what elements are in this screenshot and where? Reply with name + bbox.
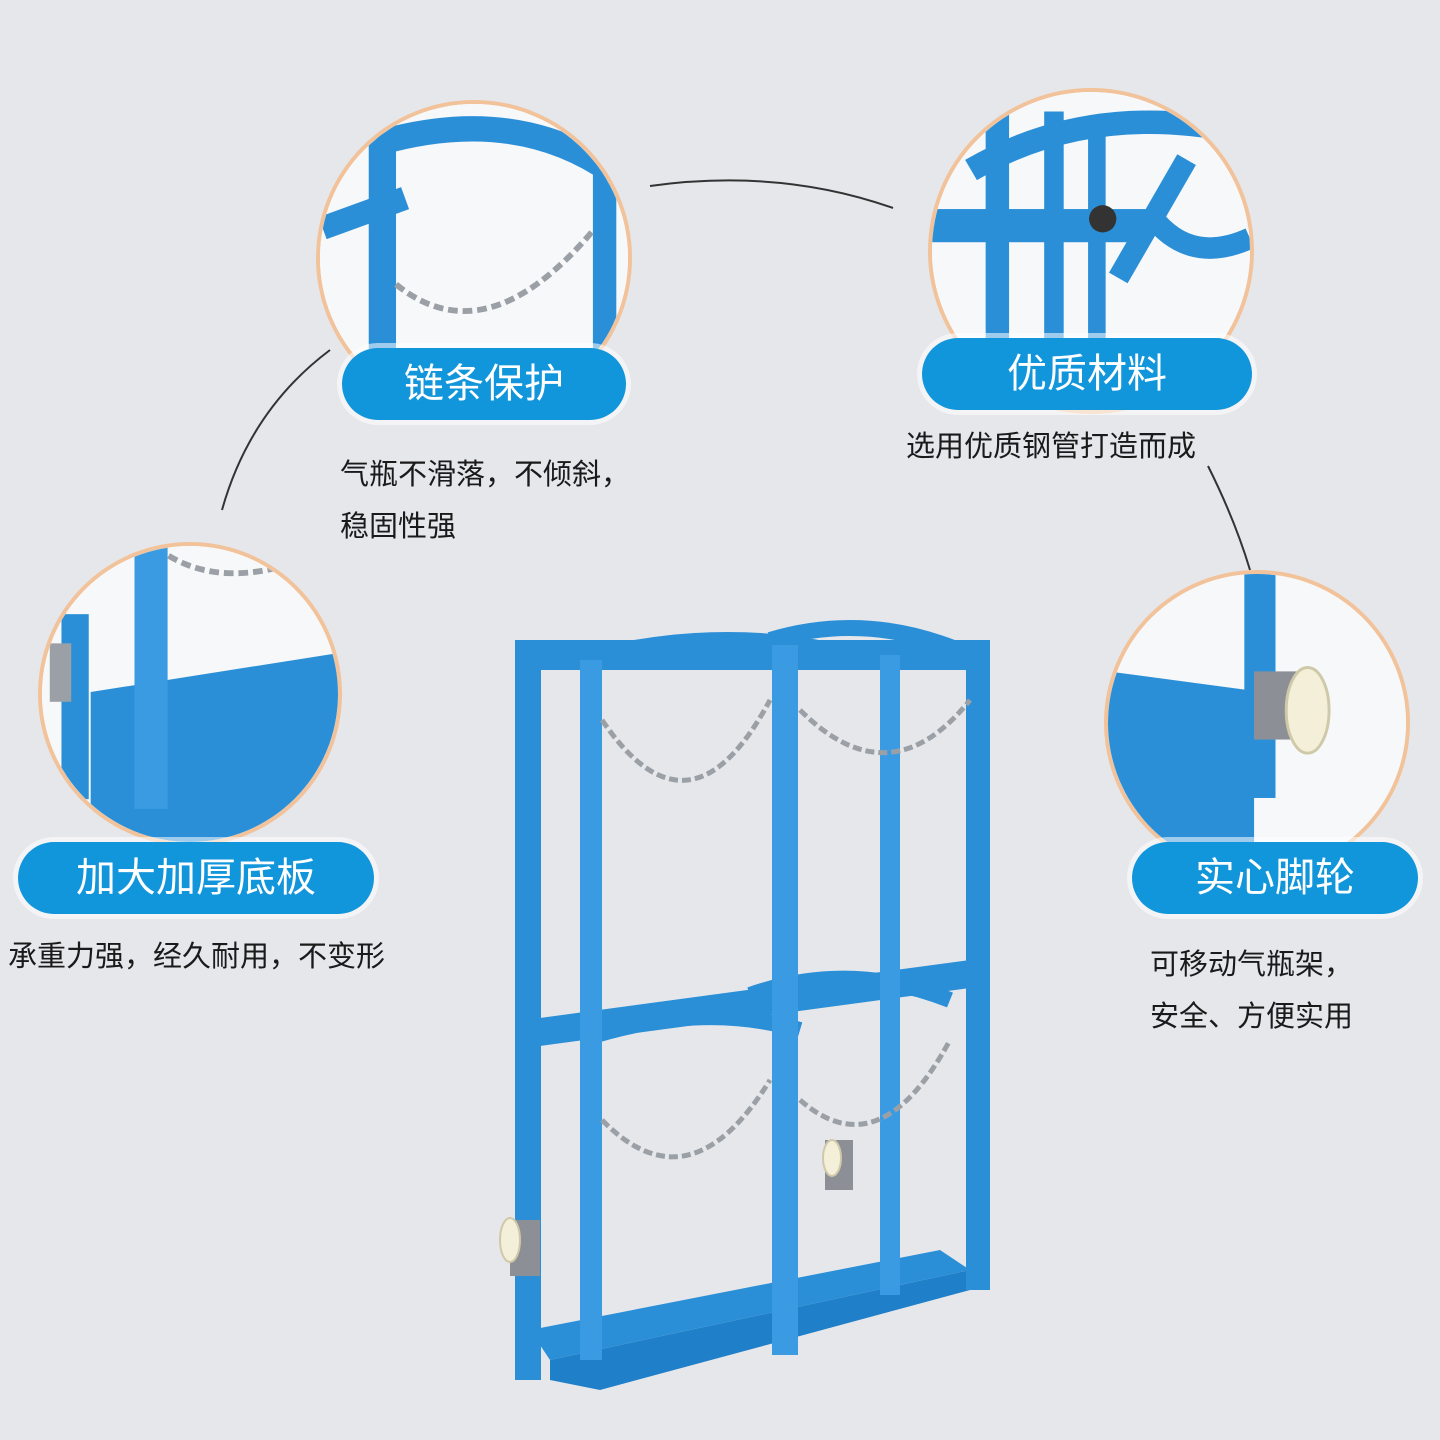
caster-wheel-badge: 实心脚轮 (1132, 842, 1418, 914)
gas-cylinder-rack-image (499, 620, 990, 1390)
base-plate-badge: 加大加厚底板 (18, 842, 374, 914)
caster-wheel-detail-image (1104, 570, 1410, 876)
chain-protection-badge: 链条保护 (342, 348, 626, 420)
caster-wheel-description: 可移动气瓶架， 安全、方便实用 (1150, 947, 1354, 1034)
quality-material-description: 选用优质钢管打造而成 (906, 429, 1197, 463)
quality-material-badge: 优质材料 (922, 338, 1252, 410)
base-plate-description: 承重力强，经久耐用，不变形 (8, 939, 386, 973)
chain-protection-description: 气瓶不滑落，不倾斜， 稳固性强 (340, 457, 631, 544)
base-plate-detail-image (38, 542, 342, 846)
